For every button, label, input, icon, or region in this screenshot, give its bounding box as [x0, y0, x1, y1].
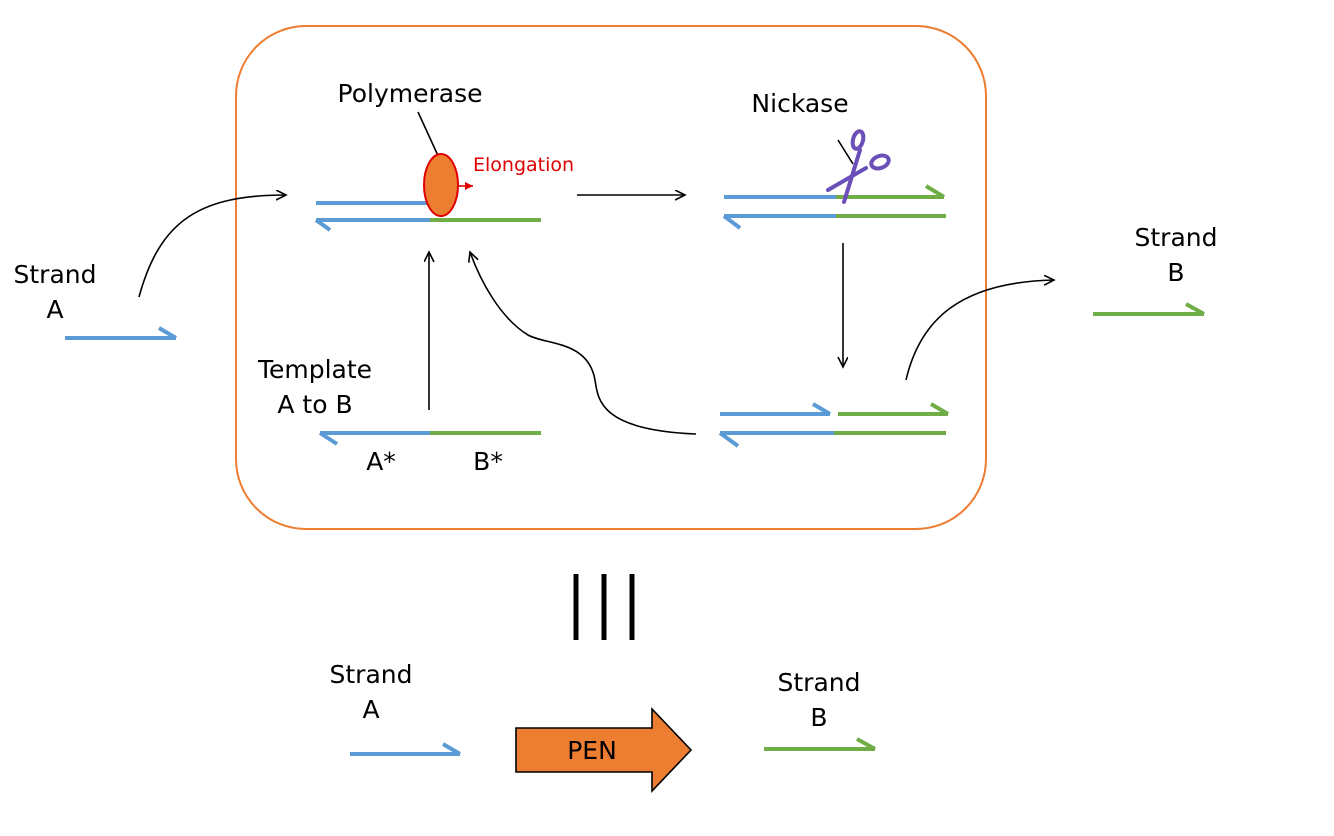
template-strand	[318, 431, 541, 446]
arrow-recycle	[470, 252, 697, 435]
strand-a-label-line1: Strand	[14, 260, 97, 289]
triple-bar-icon	[573, 574, 635, 640]
pen-process-box	[235, 25, 987, 530]
bottom-strand-a	[350, 742, 462, 756]
strand-a-left	[65, 326, 178, 340]
strand-a-label-line2: A	[46, 295, 63, 324]
strand-b-right	[1093, 302, 1205, 316]
polymerase-icon	[423, 153, 459, 217]
bottom-strand-b-label-line2: B	[810, 703, 827, 732]
template-label-line2: A to B	[277, 390, 352, 419]
bottom-strand-a-label-line2: A	[362, 695, 379, 724]
scissors-icon	[826, 129, 891, 204]
nickase-label: Nickase	[751, 89, 848, 118]
bottom-strand-b	[764, 737, 876, 751]
duplex-elongating	[314, 201, 541, 232]
strand-b-label-line2: B	[1167, 258, 1184, 287]
arrow-strand-b-out	[905, 280, 1054, 381]
polymerase-label: Polymerase	[338, 79, 483, 108]
elongation-label: Elongation	[473, 154, 574, 176]
bottom-strand-a-label-line1: Strand	[330, 660, 413, 689]
template-a-star-label: A*	[366, 447, 396, 476]
arrow-strand-a-in	[138, 195, 286, 298]
duplex-release	[718, 402, 950, 448]
nickase-pointer	[837, 139, 854, 165]
polymerase-pointer	[417, 111, 441, 161]
pen-block-arrow-icon	[515, 706, 693, 794]
pen-label: PEN	[567, 736, 617, 765]
template-b-star-label: B*	[473, 447, 503, 476]
strand-b-label-line1: Strand	[1135, 223, 1218, 252]
bottom-strand-b-label-line1: Strand	[778, 668, 861, 697]
duplex-nicking	[722, 184, 946, 230]
template-label-line1: Template	[257, 355, 372, 384]
